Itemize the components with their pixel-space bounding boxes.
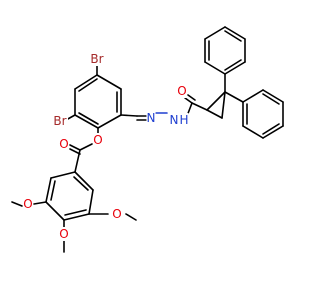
bond xyxy=(262,123,280,135)
bond xyxy=(63,213,90,221)
bond xyxy=(78,78,98,92)
bond xyxy=(184,97,193,104)
atom-label-bg xyxy=(59,227,69,241)
atom-label-bg xyxy=(52,114,68,128)
bond xyxy=(224,61,246,75)
bond xyxy=(187,94,196,101)
atom-label-o-carbonyl1: O xyxy=(59,137,68,151)
bond xyxy=(224,59,242,71)
bond xyxy=(242,125,264,139)
bond xyxy=(242,89,264,103)
atom-label-o-meo1: O xyxy=(23,197,32,211)
atom-label-o-carbonyl2: O xyxy=(177,84,186,98)
bond xyxy=(88,189,94,215)
bond xyxy=(74,171,94,191)
bond xyxy=(97,114,122,129)
bond xyxy=(204,61,226,75)
bond xyxy=(262,93,280,105)
bond xyxy=(74,149,81,173)
bond xyxy=(11,201,23,207)
bond xyxy=(69,144,81,151)
bond xyxy=(224,26,246,40)
atom-label-br2: Br xyxy=(53,114,66,128)
bond xyxy=(50,171,76,179)
bond xyxy=(224,91,244,103)
bond-lines xyxy=(11,26,284,253)
atom-label-o-meo3: O xyxy=(112,207,121,221)
bond xyxy=(221,91,226,119)
atom-label-h-n2: H xyxy=(179,113,188,127)
bond xyxy=(45,201,65,221)
bond xyxy=(73,176,89,191)
atom-label-bg xyxy=(146,111,156,125)
bond xyxy=(33,201,47,205)
bond xyxy=(74,74,98,90)
bond xyxy=(125,213,137,221)
bond xyxy=(262,89,284,103)
atom-label-bg xyxy=(59,137,69,151)
bond xyxy=(206,109,223,119)
bond xyxy=(78,112,99,125)
atom-label-bg xyxy=(93,133,103,147)
bond xyxy=(50,180,56,201)
bond xyxy=(69,148,81,155)
bond xyxy=(204,26,226,40)
atom-label-bg xyxy=(179,113,189,127)
bond xyxy=(224,30,242,42)
bond xyxy=(262,125,284,139)
bond xyxy=(191,102,208,111)
atom-label-o-meo2: O xyxy=(59,227,68,241)
atom-label-bg xyxy=(23,197,33,211)
atom-label-bg xyxy=(169,113,179,127)
atom-label-n2: N xyxy=(170,113,179,127)
atom-label-n1: N xyxy=(147,111,156,125)
atom-label-o-ester: O xyxy=(93,133,102,147)
bond xyxy=(96,74,122,90)
atom-label-br1: Br xyxy=(90,52,103,66)
atom-label-bg xyxy=(177,84,187,98)
atom-label-bg xyxy=(89,52,105,66)
bond xyxy=(45,177,52,203)
bond xyxy=(206,91,226,111)
atom-label-bg xyxy=(112,207,122,221)
bond xyxy=(74,114,99,129)
bond xyxy=(120,114,138,117)
bond xyxy=(79,143,93,151)
bond xyxy=(64,209,87,216)
